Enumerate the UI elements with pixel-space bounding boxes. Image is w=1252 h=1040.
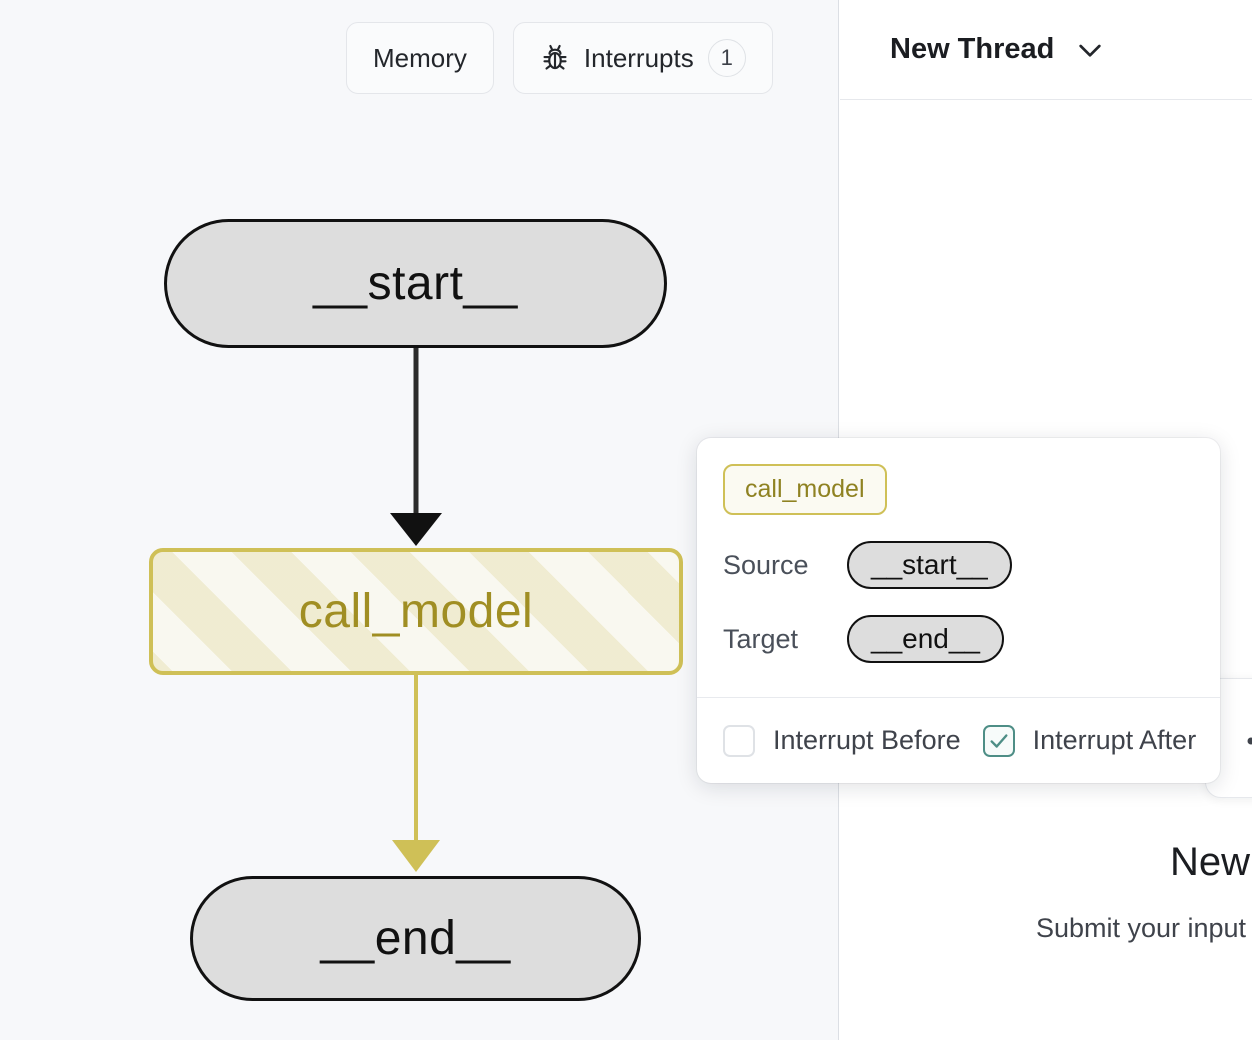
thread-title: New Thread <box>890 33 1055 65</box>
graph-node-end[interactable]: __end__ <box>190 876 641 1001</box>
popover-source-label: Source <box>723 549 809 580</box>
popover-source-row: Source __start__ <box>723 541 1220 589</box>
interrupt-after-checkbox[interactable] <box>982 724 1015 757</box>
graph-toolbar: Memory <box>346 22 773 94</box>
popover-interrupt-controls: Interrupt Before Interrupt After <box>697 698 1220 783</box>
popover-content: call_model Source __start__ Target __end… <box>697 438 1220 697</box>
thread-empty-state: New T Submit your input <box>840 840 1252 944</box>
interrupts-count-badge: 1 <box>707 39 746 77</box>
popover-target-label: Target <box>723 623 799 654</box>
memory-button[interactable]: Memory <box>346 22 494 94</box>
graph-node-end-label: __end__ <box>320 912 511 965</box>
graph-node-start-label: __start__ <box>313 257 518 310</box>
bug-icon <box>540 43 570 73</box>
interrupt-before-checkbox-group[interactable]: Interrupt Before <box>723 724 961 757</box>
thread-body: New T Submit your input <box>840 100 1252 1040</box>
interrupt-before-label: Interrupt Before <box>773 725 961 755</box>
graph-node-call-model[interactable]: call_model <box>149 548 683 675</box>
thread-empty-subtitle: Submit your input <box>1035 913 1247 943</box>
interrupt-after-checkbox-group[interactable]: Interrupt After <box>982 724 1197 757</box>
check-icon <box>988 730 1010 752</box>
graph-edges <box>390 348 442 872</box>
memory-button-label: Memory <box>373 42 467 73</box>
interrupt-before-checkbox[interactable] <box>723 724 755 757</box>
share-nodes-icon <box>1244 727 1252 755</box>
popover-node-badge[interactable]: call_model <box>723 464 887 515</box>
chevron-down-icon[interactable] <box>1074 34 1106 66</box>
popover-source-value[interactable]: __start__ <box>847 541 1012 589</box>
edge-details-popover[interactable]: call_model Source __start__ Target __end… <box>697 438 1220 783</box>
graph-node-call-model-label: call_model <box>298 585 534 638</box>
popover-target-value[interactable]: __end__ <box>847 615 1005 663</box>
thread-empty-title: New T <box>1170 840 1252 884</box>
interrupt-after-label: Interrupt After <box>1032 725 1197 755</box>
interrupts-button[interactable]: Interrupts 1 <box>512 22 773 94</box>
popover-divider <box>697 697 1220 698</box>
popover-target-row: Target __end__ <box>723 615 1220 663</box>
thread-header[interactable]: New Thread <box>840 0 1252 100</box>
graph-node-start[interactable]: __start__ <box>164 219 667 348</box>
interrupts-button-label: Interrupts <box>583 42 694 73</box>
